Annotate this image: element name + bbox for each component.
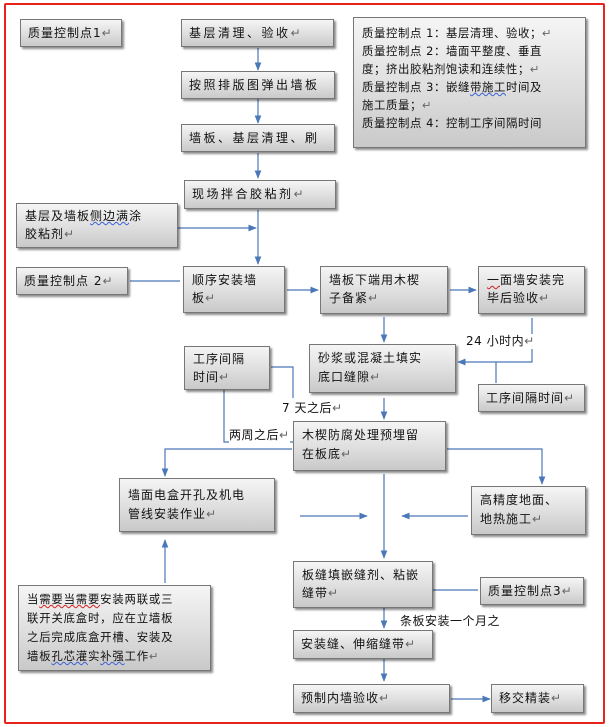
node-mix-adhesive: 现场拌合胶粘剂↵ [184, 180, 336, 209]
node-install-in-order: 顺序安装墙 板↵ [183, 266, 285, 313]
node-text-2: 底口缝隙 [318, 370, 371, 384]
note-line-1a: 当 [27, 592, 40, 606]
node-text-1: 墙板下端用木楔 [329, 273, 421, 287]
note-line-3: 之后完成底盒开槽、安装及 [27, 630, 174, 644]
node-text: 质量控制点3 [488, 583, 562, 598]
node-text-1u: 一 [487, 273, 501, 287]
node-text-2: 时间 [193, 370, 220, 384]
node-text-2: 管线安装作业 [128, 507, 207, 521]
node-text-1e: 涂 [129, 209, 143, 223]
node-text: 基层清理、验收 [189, 25, 291, 40]
summary-line-1: 质量控制点 1：基层清理、验收； [362, 26, 542, 40]
summary-line-5: 施工质量； [362, 98, 422, 112]
node-text-1: 工序间隔 [193, 352, 246, 366]
node-text-2: 子备紧 [329, 291, 369, 305]
summary-line-4b: 时间及 [505, 80, 542, 94]
node-wood-treatment: 木楔防腐处理预埋留 在板底↵ [293, 421, 446, 471]
summary-line-6: 质量控制点 4：控制工序间隔时间 [362, 116, 542, 130]
diagram-frame [4, 3, 605, 724]
node-base-clean-accept: 基层清理、验收↵ [181, 19, 334, 47]
summary-box: 质量控制点 1：基层清理、验收；↵ 质量控制点 2：墙面平整度、垂直 度；挤出胶… [353, 17, 586, 148]
arrow-inspect-to-mortar [457, 318, 533, 366]
node-quality-control-point-3: 质量控制点3↵ [480, 577, 584, 605]
node-quality-control-point-1: 质量控制点1↵ [20, 19, 122, 47]
node-text: 质量控制点 2 [24, 273, 103, 288]
node-quality-control-point-2: 质量控制点 2↵ [16, 267, 128, 295]
node-interval-1: 工序间隔 时间↵ [184, 346, 270, 390]
node-text: 现场拌合胶粘剂 [192, 187, 294, 201]
note-line-4u1: 孔芯灌 [51, 649, 88, 663]
note-line-4a: 墙板 [27, 649, 52, 663]
node-text-1: 砂浆或混凝土填实 [318, 351, 423, 365]
label-24-hours: 24 小时内↵ [466, 334, 535, 349]
label-text: 24 小时内 [466, 334, 525, 348]
node-text-1: 木楔防腐处理预埋留 [302, 428, 420, 442]
node-install-note: 当需要当需要安装两联或三 联开关底盒时，应在立墙板 之后完成底盒开槽、安装及 墙… [18, 585, 211, 671]
summary-line-4u: 带施工 [470, 80, 506, 94]
label-7-days: 7 天之后↵ [282, 401, 343, 416]
arrow-to-floor [447, 448, 546, 485]
label-text: 7 天之后 [282, 401, 332, 415]
node-text-2: 毕后验收 [487, 291, 540, 305]
node-text: 预制内墙验收 [301, 691, 380, 705]
node-text-2: 缝带 [302, 586, 329, 600]
node-joints-tape: 安装缝、伸缩缝带↵ [293, 630, 433, 659]
node-text-1: 板缝填嵌缝剂、粘嵌 [302, 568, 420, 582]
note-line-2: 联开关底盒时，应在立墙板 [27, 611, 174, 625]
node-text-1u: 侧边满 [90, 209, 130, 223]
node-electrical-work: 墙面电盒开孔及机电 管线安装作业↵ [119, 478, 275, 532]
label-one-month: 条板安装一个月之 [400, 614, 501, 629]
node-handover: 移交精装↵ [491, 684, 584, 713]
node-text-1: 面墙安装完 [500, 273, 566, 287]
node-text-1: 墙面电盒开孔及机电 [128, 488, 246, 502]
node-text: 移交精装 [499, 691, 552, 705]
node-edge-glue: 基层及墙板侧边满涂 胶粘剂↵ [16, 203, 178, 248]
node-text: 质量控制点1 [28, 25, 102, 40]
node-precast-acceptance: 预制内墙验收↵ [293, 684, 450, 713]
label-2-weeks: 两周之后↵ [229, 428, 290, 443]
note-line-4u2: 补强 [100, 649, 125, 663]
summary-line-2: 质量控制点 2：墙面平整度、垂直 [362, 44, 542, 58]
node-seam-filling: 板缝填嵌缝剂、粘嵌 缝带↵ [293, 561, 433, 608]
node-text: 墙板、基层清理、刷 [189, 130, 320, 145]
node-text-1: 基层及墙板 [25, 209, 91, 223]
node-text-1: 顺序安装墙 [192, 273, 258, 287]
label-text: 条板安装一个月之 [400, 614, 501, 628]
node-text-2: 地热施工 [480, 512, 533, 526]
node-floor-heating: 高精度地面、 地热施工↵ [471, 486, 586, 535]
node-text: 工序间隔时间 [486, 390, 565, 405]
node-text-2: 胶粘剂 [25, 227, 65, 241]
node-interval-2: 工序间隔时间↵ [478, 384, 585, 412]
node-mortar-fill: 砂浆或混凝土填实 底口缝隙↵ [309, 344, 456, 393]
node-text: 安装缝、伸缩缝带 [301, 637, 406, 651]
node-text-2: 板 [192, 291, 206, 305]
node-text: 按照排版图弹出墙板 [189, 77, 320, 92]
node-text-1: 高精度地面、 [480, 493, 559, 507]
note-line-4b: 实 [87, 649, 101, 663]
summary-line-3: 度；挤出胶粘剂饱读和连续性； [362, 62, 530, 76]
note-line-1b: 安装两联或三 [100, 592, 174, 606]
node-wedge-bottom: 墙板下端用木楔 子备紧↵ [320, 266, 448, 314]
summary-line-4a: 质量控制点 3：嵌缝 [362, 80, 470, 94]
node-wall-inspect: 一面墙安装完 毕后验收↵ [478, 266, 585, 314]
note-line-4c: 工作 [124, 649, 149, 663]
label-text: 两周之后 [229, 428, 280, 442]
node-snap-board-lines: 按照排版图弹出墙板 [181, 71, 335, 99]
node-text-2: 在板底 [302, 447, 342, 461]
arrow-to-electrical [161, 448, 292, 477]
note-line-1u: 需要当需要 [39, 592, 101, 606]
line-interval1 [271, 366, 294, 398]
node-board-base-clean: 墙板、基层清理、刷 [181, 124, 335, 152]
